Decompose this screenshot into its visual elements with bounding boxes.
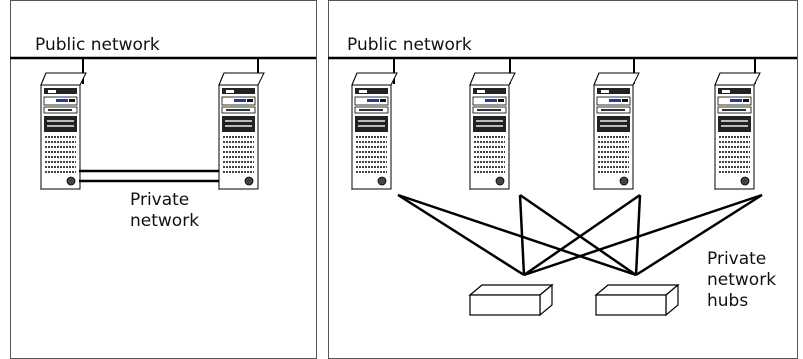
left-server-2 <box>218 72 265 190</box>
right-public-network-label: Public network <box>347 35 472 55</box>
left-private-network-label-line2: network <box>130 211 200 231</box>
right-hub-2 <box>595 284 679 316</box>
left-public-network-label: Public network <box>35 35 160 55</box>
right-hubs-label-line2: network <box>707 270 777 290</box>
right-private-links <box>397 193 763 277</box>
right-hubs-label-line1: Private <box>707 249 767 269</box>
right-server-1 <box>351 72 398 190</box>
right-hubs-label-line3: hubs <box>707 291 749 311</box>
right-server-3 <box>593 72 640 190</box>
right-server-2 <box>469 72 516 190</box>
right-hub-1 <box>469 284 553 316</box>
right-server-4 <box>714 72 761 190</box>
left-private-network-label-line1: Private <box>130 190 190 210</box>
